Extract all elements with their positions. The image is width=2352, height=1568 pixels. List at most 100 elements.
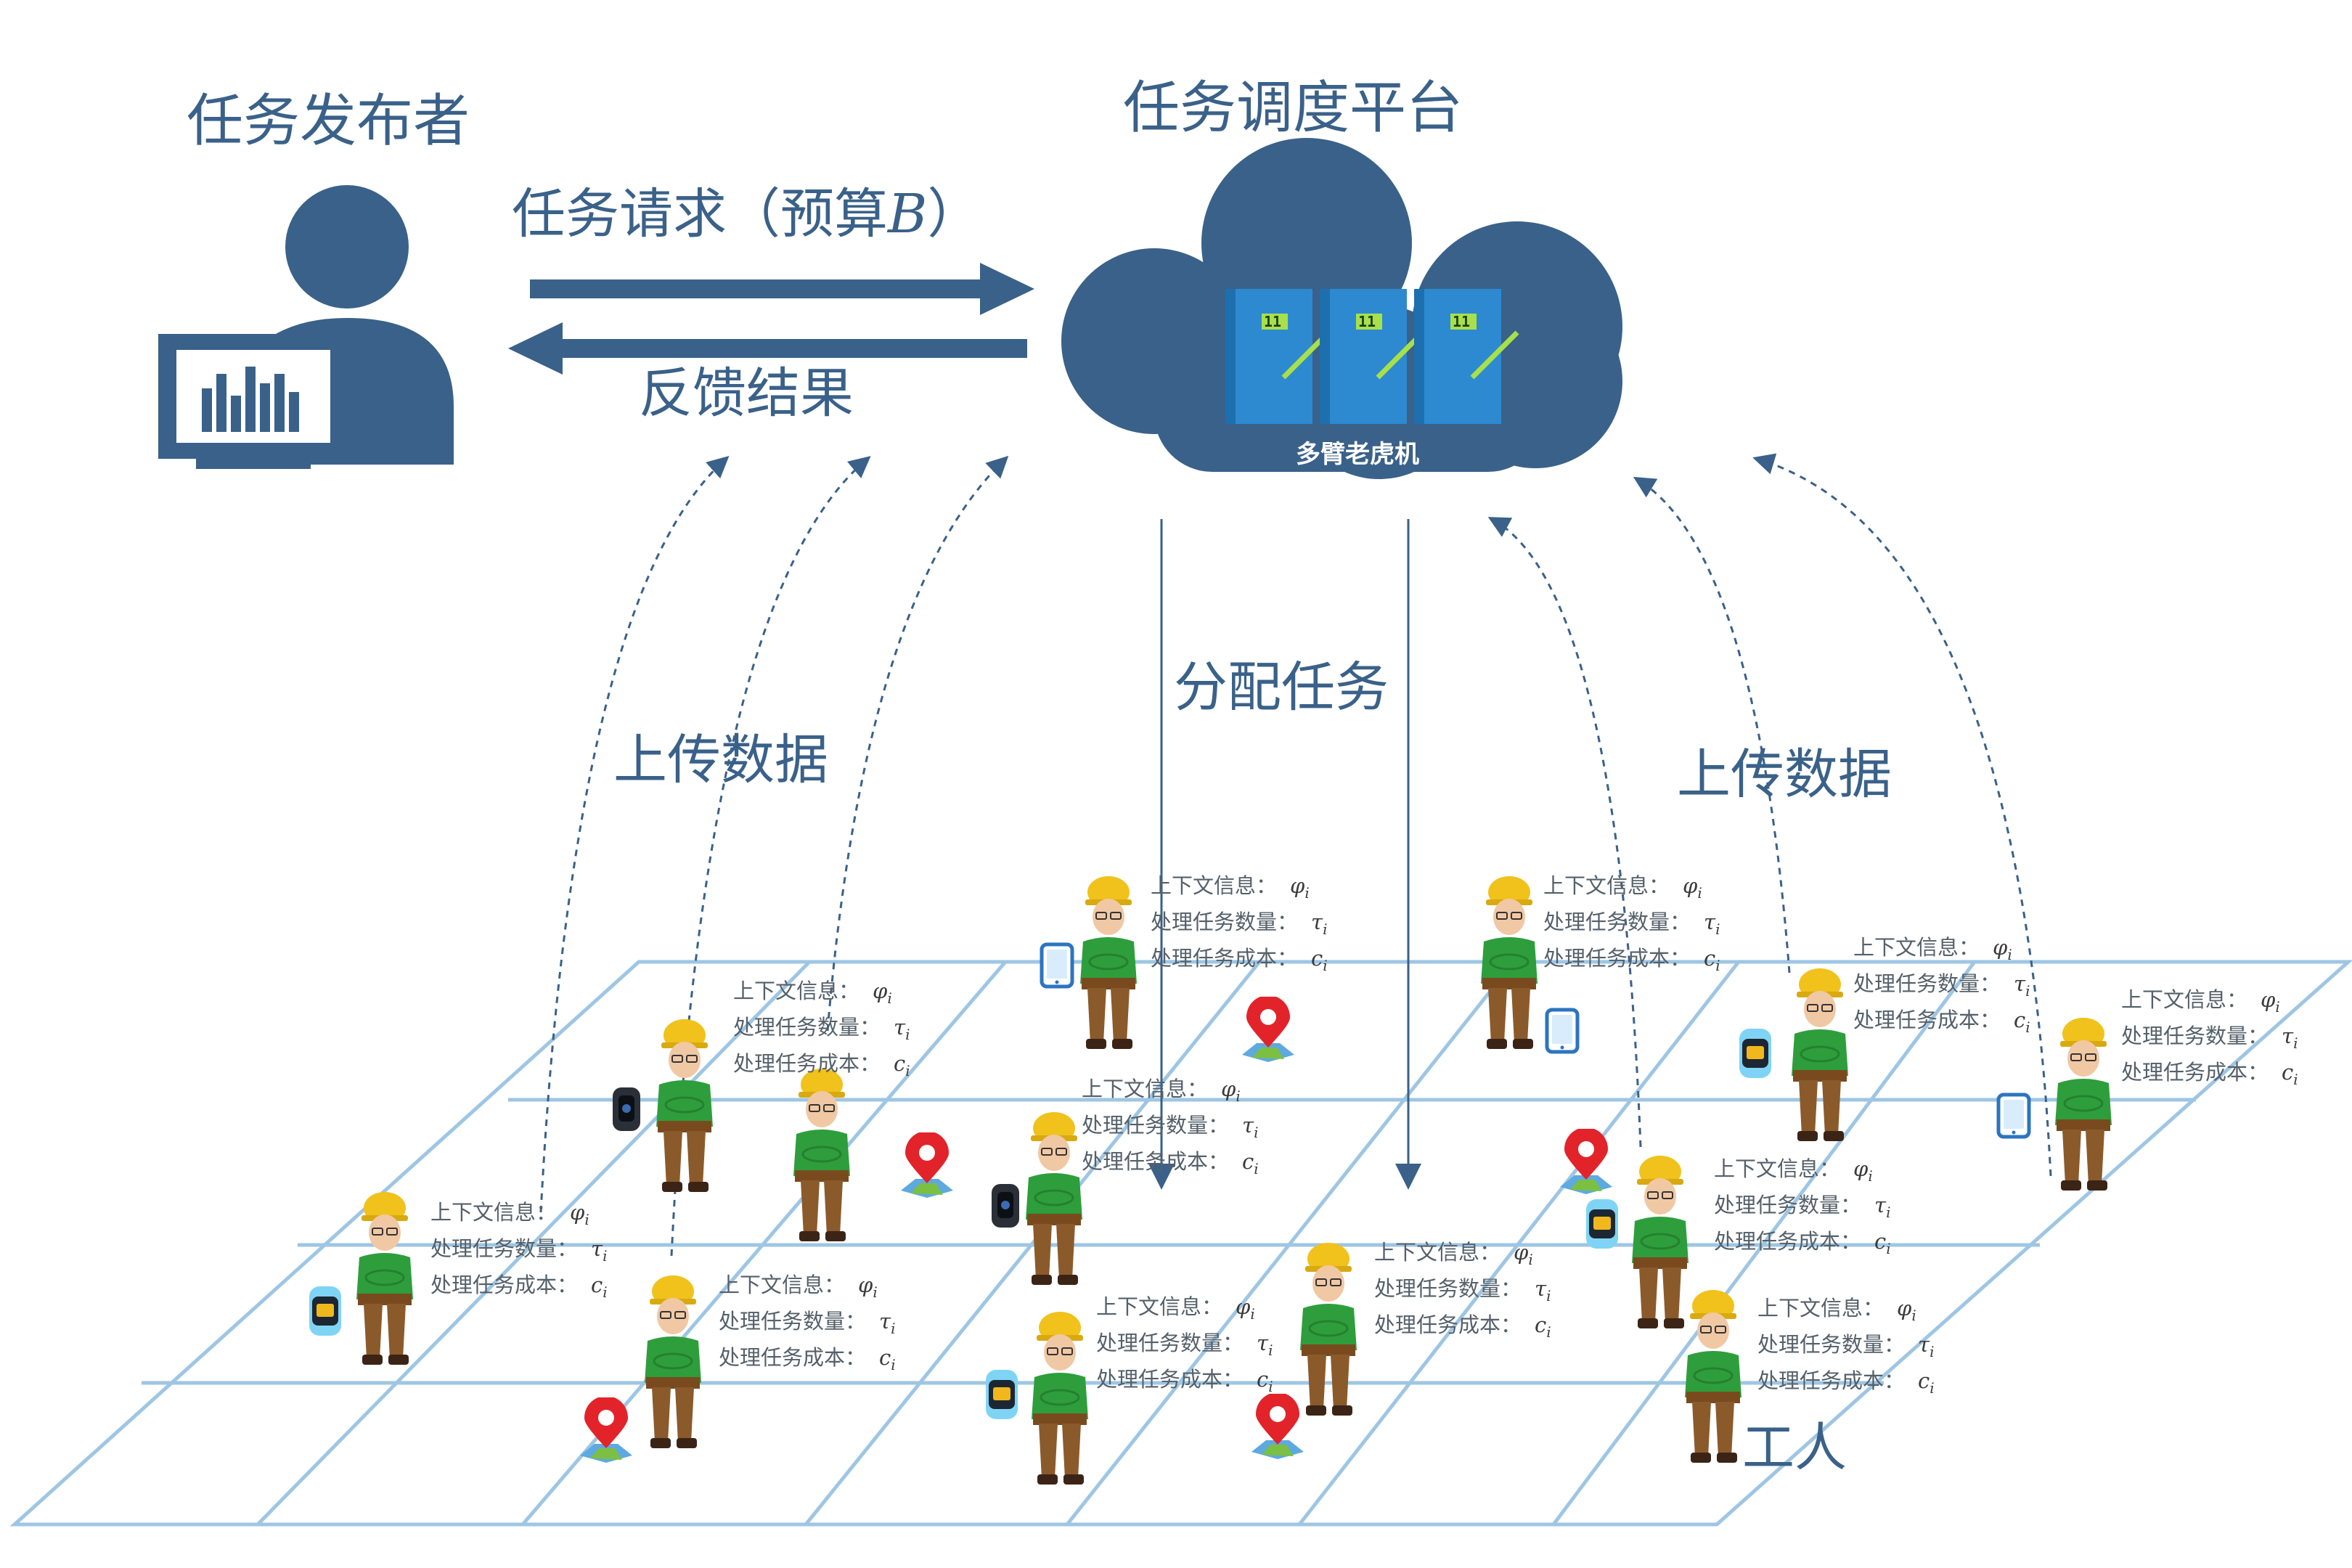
worker-info-text: 处理任务数量： xyxy=(1543,909,1691,934)
worker-info-text: 上下文信息： xyxy=(1096,1294,1223,1319)
worker-info-symbol: φi xyxy=(570,1200,589,1228)
request-arrow xyxy=(530,263,1034,315)
worker-info-subscript: i xyxy=(1697,883,1702,902)
worker-info-symbol: τi xyxy=(1257,1330,1273,1359)
worker-context-label: 上下文信息：φi xyxy=(1082,1074,1259,1111)
worker-info-text: 处理任务成本： xyxy=(430,1272,579,1297)
worker-info-text: 处理任务数量： xyxy=(1374,1275,1522,1301)
worker-info-symbol: τi xyxy=(1242,1112,1259,1141)
worker-info-subscript: i xyxy=(603,1246,608,1265)
worker-task-count-label: 处理任务数量：τi xyxy=(1374,1274,1551,1310)
worker-info-symbol: τi xyxy=(1704,909,1720,938)
grid-col-line xyxy=(1066,960,1515,1526)
server-rack-badge: 11 xyxy=(1453,313,1470,330)
server-rack-badge: 11 xyxy=(1358,313,1376,330)
worker-task-count-label: 处理任务数量： τi xyxy=(1082,1111,1259,1147)
worker-info-text: 处理任务成本： xyxy=(1151,945,1299,971)
worker-info-subscript: i xyxy=(1546,1286,1551,1304)
worker-context-label: 上下文信息： φi xyxy=(430,1198,608,1234)
worker-icon xyxy=(1294,1241,1363,1418)
worker-task-count-label: 处理任务数量： τi xyxy=(1096,1328,1273,1365)
worker-task-count-label: 处理任务数量： τi xyxy=(2121,1021,2298,1058)
worker-info-text: 上下文信息： xyxy=(2121,987,2248,1012)
worker-task-cost-label: 处理任务成本： ci xyxy=(430,1270,608,1307)
worker-icon xyxy=(1786,967,1854,1144)
worker-task-count-label: 处理任务数量：τi xyxy=(1714,1191,1891,1227)
tablet-icon xyxy=(1040,942,1074,992)
worker-icon xyxy=(1026,1310,1094,1487)
worker-info-symbol: ci xyxy=(1242,1148,1259,1177)
worker-info-subscript: i xyxy=(2025,981,2030,1000)
worker-info-symbol: ci xyxy=(1311,945,1328,974)
worker-info-text: 处理任务数量： xyxy=(1096,1330,1244,1355)
worker-info-subscript: i xyxy=(1528,1250,1533,1268)
worker-info-symbol: φi xyxy=(1683,873,1702,902)
worker-info-symbol: τi xyxy=(2282,1023,2298,1052)
map-pin-icon xyxy=(1557,1127,1615,1199)
worker-info-subscript: i xyxy=(2293,1034,2298,1052)
worker-info-symbol: φi xyxy=(1290,873,1310,902)
assign-label: 分配任务 xyxy=(1174,656,1389,719)
feedback-arrow xyxy=(508,322,1027,375)
worker-info-symbol: φi xyxy=(1993,935,2012,963)
worker-info-text: 处理任务成本： xyxy=(1082,1148,1230,1174)
worker-info-subscript: i xyxy=(603,1283,608,1301)
worker-info-symbol: τi xyxy=(894,1014,910,1043)
worker-context-label: 上下文信息：φi xyxy=(733,976,910,1013)
worker-task-cost-label: 处理任务成本：ci xyxy=(1096,1365,1273,1401)
worker-info-symbol: ci xyxy=(2014,1007,2030,1036)
smartwatch-icon xyxy=(303,1285,347,1340)
worker-task-count-label: 处理任务数量：τi xyxy=(719,1307,896,1343)
worker-label: 工人 xyxy=(1742,1417,1847,1478)
map-pin-icon xyxy=(898,1131,956,1202)
worker-info-text: 上下文信息： xyxy=(719,1273,846,1297)
worker-info-subscript: i xyxy=(1911,1306,1916,1324)
worker-info-text: 处理任务数量： xyxy=(1757,1331,1906,1357)
worker-task-count-label: 处理任务数量：τi xyxy=(1757,1330,1935,1366)
worker-task-cost-label: 处理任务成本：ci xyxy=(1714,1227,1891,1263)
worker-info-subscript: i xyxy=(584,1210,589,1228)
worker-info-subscript: i xyxy=(1886,1239,1891,1257)
phone-icon xyxy=(987,1182,1024,1233)
worker-info-subscript: i xyxy=(1715,920,1720,938)
budget-symbol: B xyxy=(888,183,928,245)
worker-icon xyxy=(2049,1016,2118,1193)
worker-info-text: 处理任务成本： xyxy=(1096,1366,1244,1392)
publisher-title: 任务发布者 xyxy=(187,89,470,154)
worker-info-subscript: i xyxy=(2275,997,2280,1016)
worker-task-cost-label: 处理任务成本： ci xyxy=(1082,1147,1259,1183)
worker-info-text: 上下文信息： xyxy=(430,1200,558,1225)
worker-info-symbol: φi xyxy=(1897,1296,1916,1324)
worker-info-symbol: ci xyxy=(1704,945,1720,974)
worker-info-symbol: τi xyxy=(2014,971,2030,1000)
worker-context-label: 上下文信息：φi xyxy=(1853,933,2030,969)
worker-context-label: 上下文信息：φi xyxy=(1714,1154,1891,1191)
worker-info-text: 处理任务成本： xyxy=(1374,1312,1522,1337)
worker-info-subscript: i xyxy=(891,1355,896,1373)
worker-info-text: 处理任务成本： xyxy=(733,1050,881,1076)
ground-grid xyxy=(9,960,2352,1527)
worker-info-subscript: i xyxy=(905,1061,910,1079)
worker-info-text: 处理任务数量： xyxy=(1082,1112,1230,1138)
worker-icon xyxy=(1074,875,1143,1052)
worker-context-label: 上下文信息：φi xyxy=(719,1270,896,1307)
worker-icon xyxy=(1020,1111,1088,1288)
worker-info-text: 处理任务成本： xyxy=(2121,1059,2269,1085)
worker-icon xyxy=(650,1018,719,1195)
tablet-icon xyxy=(1996,1093,2031,1142)
worker-info-text: 上下文信息： xyxy=(1374,1240,1501,1265)
smartwatch-icon xyxy=(980,1368,1024,1424)
worker-info-symbol: ci xyxy=(2282,1059,2298,1088)
worker-info-text: 处理任务成本： xyxy=(1543,945,1691,971)
worker-task-cost-label: 处理任务成本： ci xyxy=(2121,1058,2298,1094)
worker-info-symbol: τi xyxy=(1311,909,1328,938)
map-pin-icon xyxy=(1249,1392,1307,1463)
smartwatch-icon xyxy=(1734,1027,1777,1082)
worker-info-symbol: ci xyxy=(591,1272,608,1301)
worker-info-text: 处理任务数量： xyxy=(2121,1023,2269,1048)
